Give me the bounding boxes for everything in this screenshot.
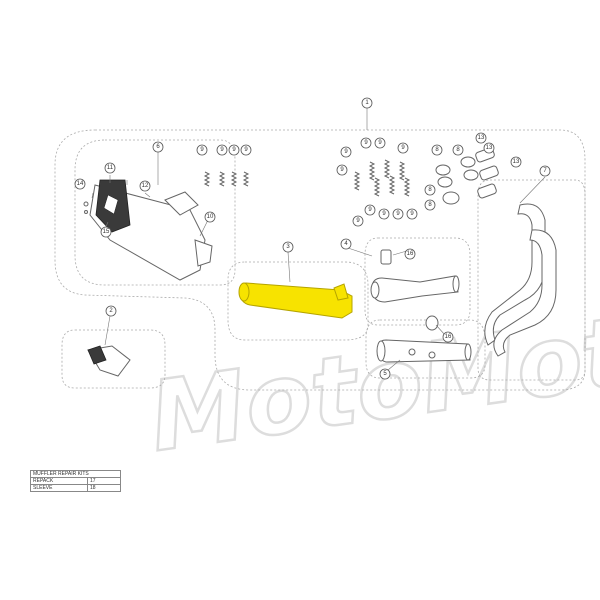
svg-text:8: 8	[435, 147, 439, 153]
callout-15: 15	[100, 226, 112, 238]
callout-9j: 9	[364, 204, 376, 216]
svg-text:4: 4	[344, 241, 348, 247]
svg-text:9: 9	[382, 211, 386, 217]
svg-text:9: 9	[244, 147, 248, 153]
callout-8d: 8	[424, 199, 436, 211]
callout-13a: 13	[475, 132, 487, 144]
connector-group-boundary	[365, 319, 486, 379]
svg-text:3: 3	[286, 244, 290, 250]
callout-6: 6	[152, 141, 164, 153]
header-group-boundary	[477, 179, 586, 381]
midpipe-group-boundary	[364, 237, 471, 326]
callout-2: 2	[105, 305, 117, 317]
svg-text:16: 16	[445, 334, 452, 340]
callout-8c: 8	[424, 184, 436, 196]
svg-text:11: 11	[107, 165, 114, 171]
callout-8a: 8	[431, 144, 443, 156]
svg-text:9: 9	[356, 218, 360, 224]
svg-text:15: 15	[103, 229, 110, 235]
header-gaskets-part	[475, 147, 499, 199]
kit-value: 18	[87, 484, 121, 492]
callout-10: 10	[204, 211, 216, 223]
svg-text:13: 13	[513, 159, 520, 165]
callout-8b: 8	[452, 144, 464, 156]
svg-text:9: 9	[378, 140, 382, 146]
callout-12: 12	[139, 180, 151, 192]
end-cap-part	[87, 345, 131, 377]
washer-part-14	[84, 210, 88, 214]
svg-text:16: 16	[407, 251, 414, 257]
link-pipe-group-boundary	[227, 261, 369, 341]
muffler-repair-kits-table: MUFFLER REPAIR KITS REPACK 17 SLEEVE 18	[30, 470, 121, 492]
svg-text:2: 2	[109, 308, 113, 314]
svg-text:8: 8	[428, 202, 432, 208]
callout-9i: 9	[336, 164, 348, 176]
callout-7: 7	[539, 165, 551, 177]
callout-9m: 9	[406, 208, 418, 220]
svg-text:9: 9	[200, 147, 204, 153]
callout-9k: 9	[378, 208, 390, 220]
mid-pipe-part	[370, 275, 460, 303]
svg-text:9: 9	[368, 207, 372, 213]
callout-11: 11	[104, 162, 116, 174]
link-pipe-part	[238, 282, 353, 319]
kit-label: REPACK	[30, 477, 88, 485]
svg-text:9: 9	[232, 147, 236, 153]
svg-text:8: 8	[456, 147, 460, 153]
svg-text:9: 9	[410, 211, 414, 217]
screw-part-14	[83, 201, 89, 207]
table-row: REPACK 17	[30, 477, 121, 485]
callout-5: 5	[379, 368, 391, 380]
svg-text:13: 13	[478, 135, 485, 141]
gaskets-part	[435, 156, 479, 205]
callout-9n: 9	[352, 215, 364, 227]
svg-text:9: 9	[364, 140, 368, 146]
callout-4: 4	[340, 238, 352, 250]
svg-text:9: 9	[396, 211, 400, 217]
callout-9e: 9	[360, 137, 372, 149]
svg-text:14: 14	[77, 181, 84, 187]
svg-text:12: 12	[142, 183, 149, 189]
springs-left	[203, 171, 250, 187]
springs-middle	[353, 159, 411, 197]
callout-9g: 9	[340, 146, 352, 158]
callout-13c: 13	[510, 156, 522, 168]
svg-text:9: 9	[401, 145, 405, 151]
callout-13b: 13	[483, 142, 495, 154]
kit-value: 17	[87, 477, 121, 485]
kit-table-title-row: MUFFLER REPAIR KITS	[30, 470, 121, 478]
svg-text:10: 10	[207, 214, 214, 220]
svg-text:6: 6	[156, 144, 160, 150]
svg-text:5: 5	[383, 371, 387, 377]
table-row: SLEEVE 18	[30, 484, 121, 492]
callout-9l: 9	[392, 208, 404, 220]
svg-text:8: 8	[428, 187, 432, 193]
svg-text:9: 9	[340, 167, 344, 173]
callout-9b: 9	[216, 144, 228, 156]
callout-16b: 16	[442, 331, 454, 343]
svg-text:9: 9	[344, 149, 348, 155]
muffler-part	[89, 179, 213, 281]
callout-9f: 9	[374, 137, 386, 149]
callout-14: 14	[74, 178, 86, 190]
headers-part	[484, 203, 557, 357]
callout-3: 3	[282, 241, 294, 253]
kit-table-title: MUFFLER REPAIR KITS	[30, 470, 121, 478]
clamp-part-lower	[425, 315, 439, 331]
callout-1: 1	[361, 97, 373, 109]
callout-9c: 9	[228, 144, 240, 156]
callout-9a: 9	[196, 144, 208, 156]
svg-text:7: 7	[543, 168, 547, 174]
svg-text:13: 13	[486, 145, 493, 151]
callout-9h: 9	[397, 142, 409, 154]
svg-text:9: 9	[220, 147, 224, 153]
clamp-part-upper	[380, 249, 392, 265]
kit-label: SLEEVE	[30, 484, 88, 492]
svg-text:1: 1	[365, 100, 369, 106]
callout-9d: 9	[240, 144, 252, 156]
callout-16a: 16	[404, 248, 416, 260]
connector-pipe-part	[376, 339, 472, 363]
